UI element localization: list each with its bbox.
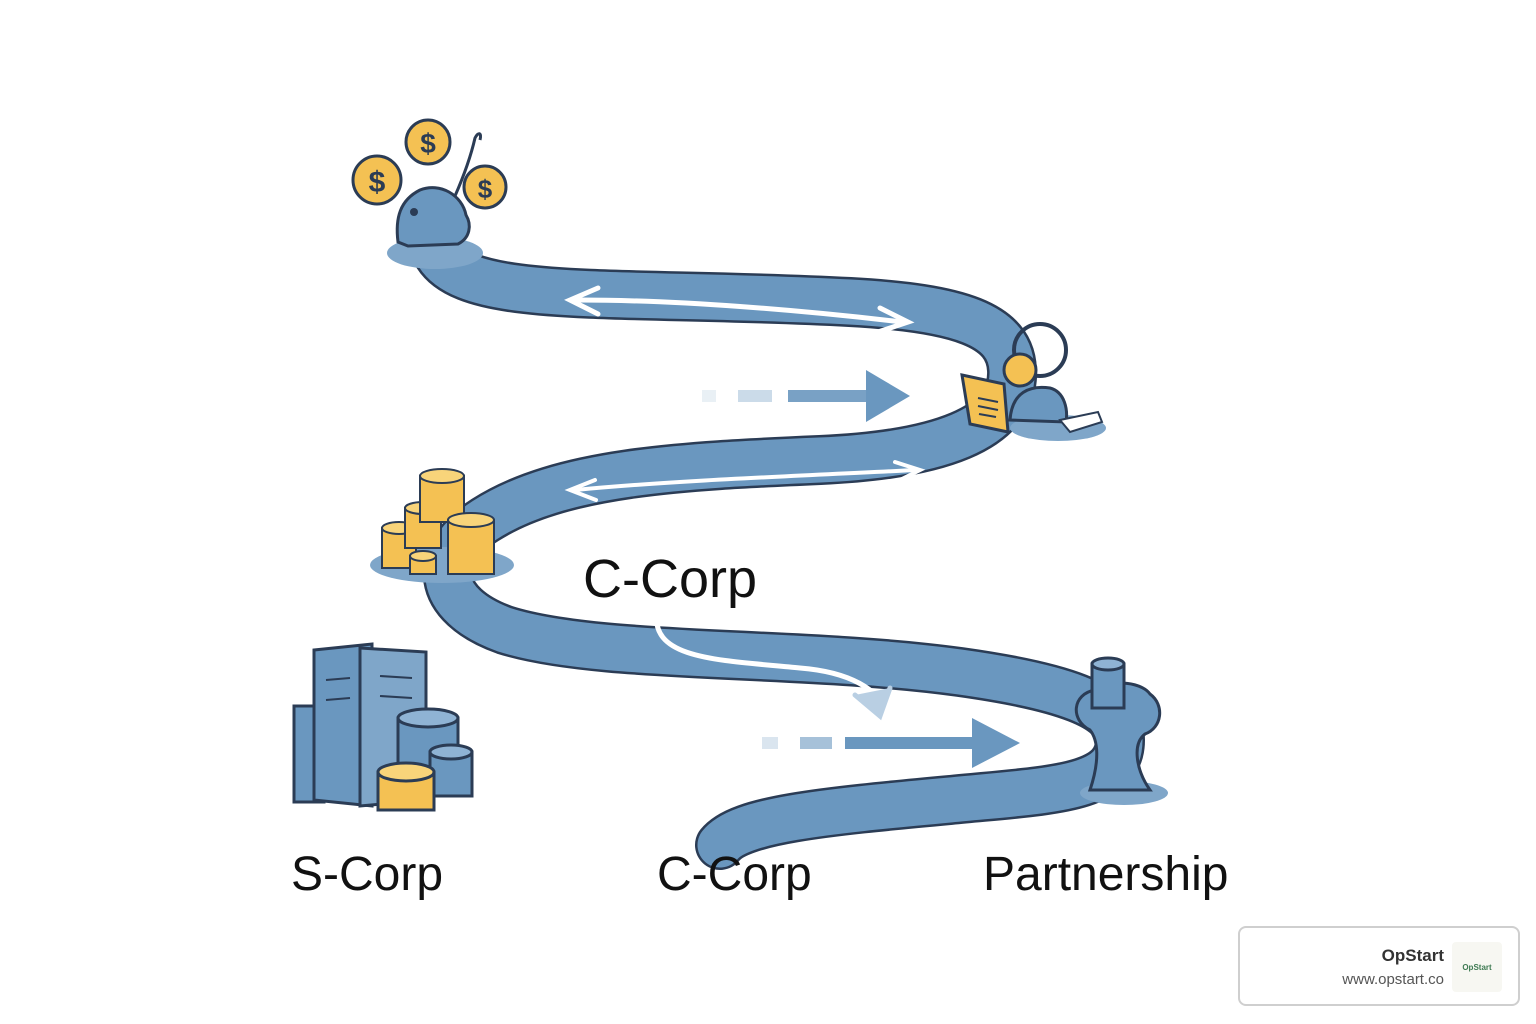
- svg-text:$: $: [478, 174, 493, 204]
- office-buildings-with-coins-icon: [292, 642, 474, 812]
- curved-arrow: [654, 609, 893, 721]
- coin-stacks-icon: [370, 468, 514, 583]
- partnership-label: Partnership: [983, 848, 1229, 901]
- brand-logo-icon: OpStart: [1452, 942, 1502, 992]
- person-reading-document-icon: [960, 322, 1106, 441]
- double-arrow-middle: [564, 460, 926, 502]
- piggy-bank-with-coins-icon: $ $ $: [351, 118, 508, 269]
- winding-road: [413, 230, 1146, 870]
- double-arrow-top: [564, 285, 915, 335]
- s-corp-label: S-Corp: [291, 848, 444, 901]
- svg-text:$: $: [369, 166, 386, 199]
- svg-text:$: $: [420, 128, 436, 159]
- brand-logo-text: OpStart: [1462, 962, 1492, 972]
- brand-name: OpStart: [1381, 946, 1444, 965]
- dashed-arrow-upper: [702, 370, 910, 422]
- brand-card[interactable]: OpStart www.opstart.co OpStart: [1238, 926, 1520, 1006]
- c-corp-label: C-Corp: [657, 848, 812, 901]
- tree-with-cylinder-icon: [1074, 656, 1168, 805]
- c-corp-middle-label: C-Corp: [583, 549, 758, 609]
- brand-url[interactable]: www.opstart.co: [1342, 971, 1444, 988]
- dashed-arrow-lower: [762, 718, 1020, 768]
